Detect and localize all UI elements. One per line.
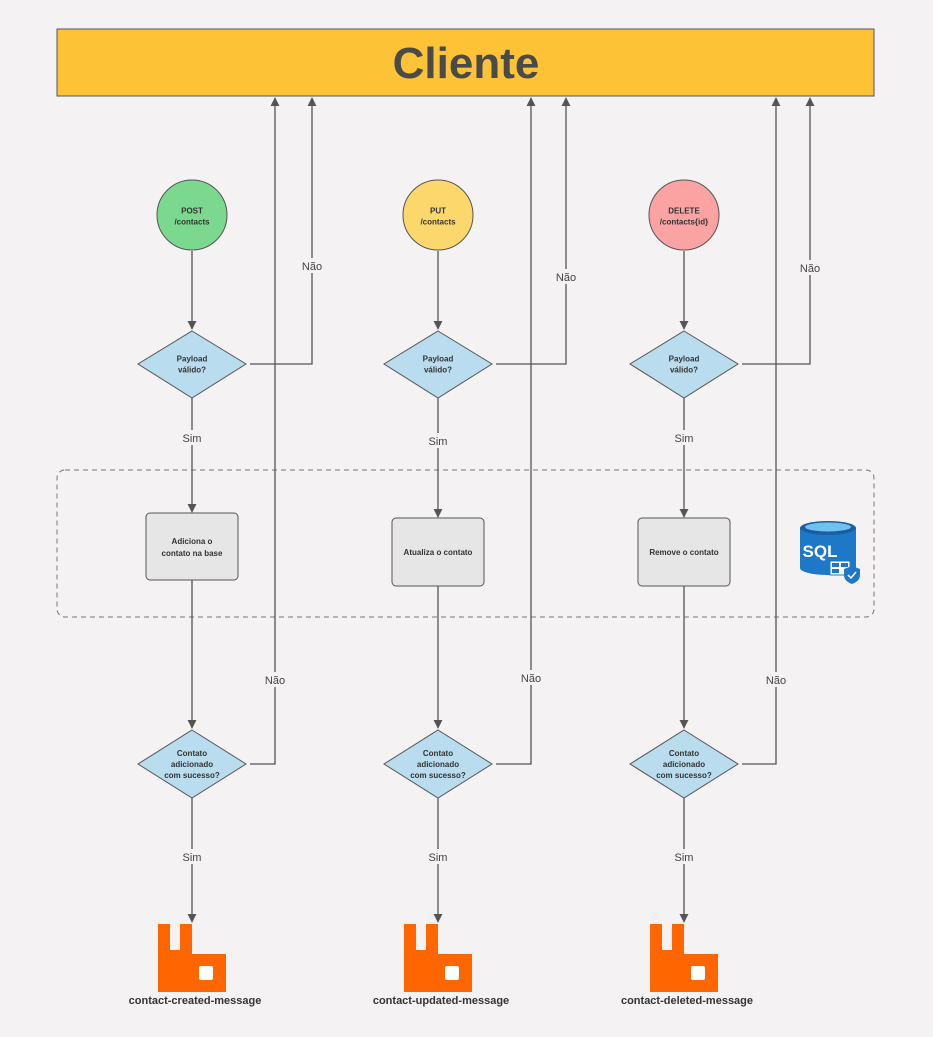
edge-label-yes-bg <box>179 430 205 445</box>
action-label: contato na base <box>162 549 223 558</box>
check-diamond-1 <box>383 729 493 799</box>
database-boundary <box>56 469 875 618</box>
edge-label-yes: Sim <box>183 433 202 445</box>
endpoint-label: /contacts{id} <box>660 217 708 226</box>
check-label: adicionado <box>171 760 213 769</box>
endpoint-node-2 <box>648 179 720 251</box>
check-label: com sucesso? <box>410 771 466 780</box>
queue-label: contact-updated-message <box>373 995 509 1007</box>
action-label: Remove o contato <box>649 548 718 557</box>
edge-label-yes-bg <box>425 433 451 448</box>
check-label: com sucesso? <box>656 771 712 780</box>
rabbitmq-icon <box>158 924 226 992</box>
edge-label-no-bg <box>797 260 823 275</box>
edge-label-yes: Sim <box>429 436 448 448</box>
check-label: Contato <box>177 749 207 758</box>
edge-label-yes: Sim <box>429 852 448 864</box>
validate-label: Payload <box>177 354 208 363</box>
validate-label: válido? <box>424 365 452 374</box>
client-title: Cliente <box>393 39 540 88</box>
edge-label-no: Não <box>265 675 285 687</box>
rabbitmq-icon <box>650 924 718 992</box>
check-label: Contato <box>423 749 453 758</box>
check-label: Contato <box>669 749 699 758</box>
endpoint-label: DELETE <box>668 206 700 215</box>
validate-diamond-0 <box>137 330 247 399</box>
edge-label-no: Não <box>556 272 576 284</box>
edge-label-yes: Sim <box>675 852 694 864</box>
edge-label-no-bg <box>763 672 789 687</box>
client-header <box>56 28 875 97</box>
edge-label-yes-bg <box>425 849 451 864</box>
edge-validate-no <box>496 97 571 365</box>
edge-label-no: Não <box>521 673 541 685</box>
endpoint-node-1 <box>402 179 474 251</box>
edge-label-no: Não <box>766 675 786 687</box>
sql-database-icon: SQL <box>800 521 860 584</box>
validate-diamond-2 <box>629 330 739 399</box>
action-box-2 <box>637 517 731 587</box>
endpoint-label: POST <box>181 206 203 215</box>
edge-check-no <box>496 97 536 765</box>
edge-validate-no <box>250 97 317 365</box>
rabbitmq-icon-dot <box>445 966 459 980</box>
check-label: adicionado <box>663 760 705 769</box>
check-label: adicionado <box>417 760 459 769</box>
rabbitmq-icon <box>404 924 472 992</box>
validate-label: válido? <box>670 365 698 374</box>
check-label: com sucesso? <box>164 771 220 780</box>
action-label: Atualiza o contato <box>404 548 473 557</box>
edge-label-yes-bg <box>671 849 697 864</box>
rabbitmq-icon-dot <box>691 966 705 980</box>
edge-label-yes: Sim <box>183 852 202 864</box>
check-diamond-2 <box>629 729 739 799</box>
check-diamond-0 <box>137 729 247 799</box>
endpoint-node-0 <box>156 179 228 251</box>
queue-label: contact-created-message <box>129 995 262 1007</box>
action-label: Adiciona o <box>172 537 213 546</box>
edge-label-no-bg <box>299 258 325 273</box>
edge-label-no-bg <box>553 269 579 284</box>
endpoint-label: /contacts <box>174 217 210 226</box>
validate-label: válido? <box>178 365 206 374</box>
action-box-1 <box>391 517 485 587</box>
edge-check-no <box>250 97 280 765</box>
action-box-0 <box>145 512 239 581</box>
edge-label-no-bg <box>262 672 288 687</box>
edge-label-yes-bg <box>671 430 697 445</box>
validate-diamond-1 <box>383 330 493 399</box>
edge-label-no: Não <box>302 261 322 273</box>
edge-label-no-bg <box>518 670 544 685</box>
rabbitmq-icon-dot <box>199 966 213 980</box>
edge-check-no <box>742 97 781 765</box>
edge-label-yes: Sim <box>675 433 694 445</box>
validate-label: Payload <box>423 354 454 363</box>
sql-icon-label: SQL <box>803 542 838 561</box>
endpoint-label: /contacts <box>420 217 456 226</box>
queue-label: contact-deleted-message <box>621 995 753 1007</box>
edge-validate-no <box>742 97 815 365</box>
edge-label-yes-bg <box>179 849 205 864</box>
edge-label-no: Não <box>800 263 820 275</box>
endpoint-label: PUT <box>430 206 446 215</box>
validate-label: Payload <box>669 354 700 363</box>
